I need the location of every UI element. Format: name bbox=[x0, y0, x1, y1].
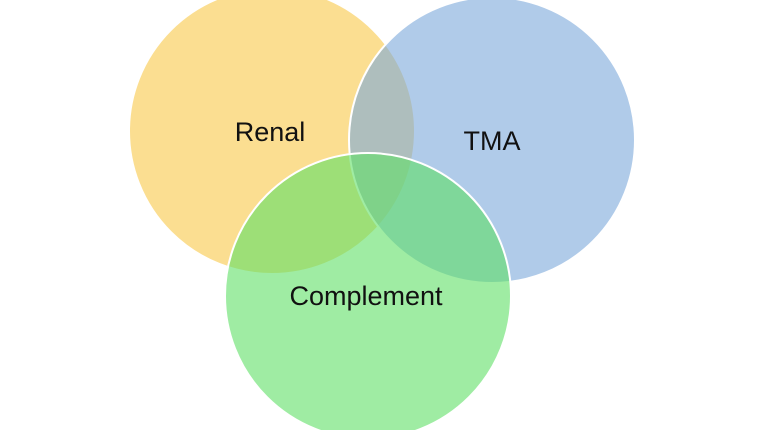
set-label-complement: Complement bbox=[289, 281, 443, 311]
set-circle-complement bbox=[224, 152, 512, 430]
set-label-tma: TMA bbox=[464, 126, 521, 156]
set-label-renal: Renal bbox=[235, 117, 306, 147]
